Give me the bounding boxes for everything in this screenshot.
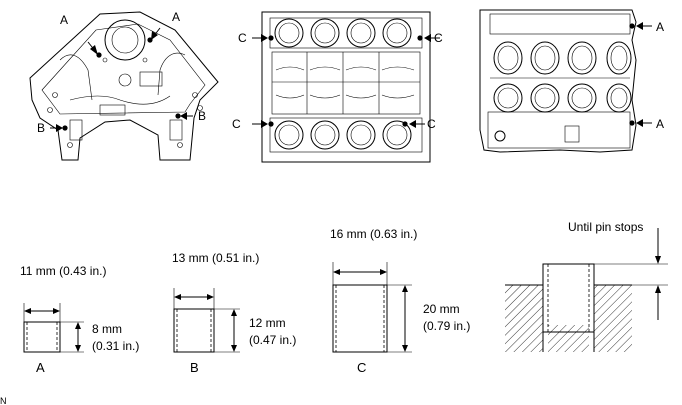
front-label-a-right: A	[172, 10, 180, 24]
pin-b-height-in: (0.47 in.)	[249, 333, 296, 347]
pin-c-height-mm: 20 mm	[423, 302, 460, 316]
pin-a-label: A	[36, 360, 45, 375]
pin-b-diagram	[173, 288, 240, 353]
top-view-block	[261, 11, 431, 163]
front-label-b-right: B	[198, 109, 206, 123]
top-label-c-tr: C	[434, 31, 443, 45]
top-label-c-bl: C	[232, 117, 241, 131]
front-label-a-left: A	[60, 13, 68, 27]
pin-b-diameter: 13 mm (0.51 in.)	[172, 251, 259, 265]
top-view-pin-markers	[252, 34, 440, 128]
pin-installation-detail	[505, 228, 668, 352]
pin-a-diagram	[23, 303, 84, 353]
pin-b-label: B	[190, 360, 199, 375]
side-view-block	[479, 9, 637, 153]
pin-c-diameter: 16 mm (0.63 in.)	[330, 227, 417, 241]
front-label-b-left: B	[37, 121, 45, 135]
side-label-a-bottom: A	[656, 117, 664, 131]
top-label-c-br: C	[427, 117, 436, 131]
pin-a-height-in: (0.31 in.)	[92, 339, 139, 353]
front-view-pin-markers	[50, 27, 193, 132]
pin-c-diagram	[332, 262, 412, 353]
pin-a-diameter: 11 mm (0.43 in.)	[20, 264, 106, 278]
front-view-block	[29, 11, 219, 161]
pin-b-height-mm: 12 mm	[249, 316, 286, 330]
pin-c-label: C	[357, 360, 366, 375]
pin-a-height-mm: 8 mm	[92, 322, 122, 336]
pin-c-height-in: (0.79 in.)	[423, 319, 470, 333]
top-label-c-tl: C	[238, 31, 247, 45]
side-view-pin-markers	[629, 22, 652, 127]
install-note: Until pin stops	[568, 220, 643, 234]
footer-code: N	[0, 396, 7, 405]
side-label-a-top: A	[656, 20, 664, 34]
